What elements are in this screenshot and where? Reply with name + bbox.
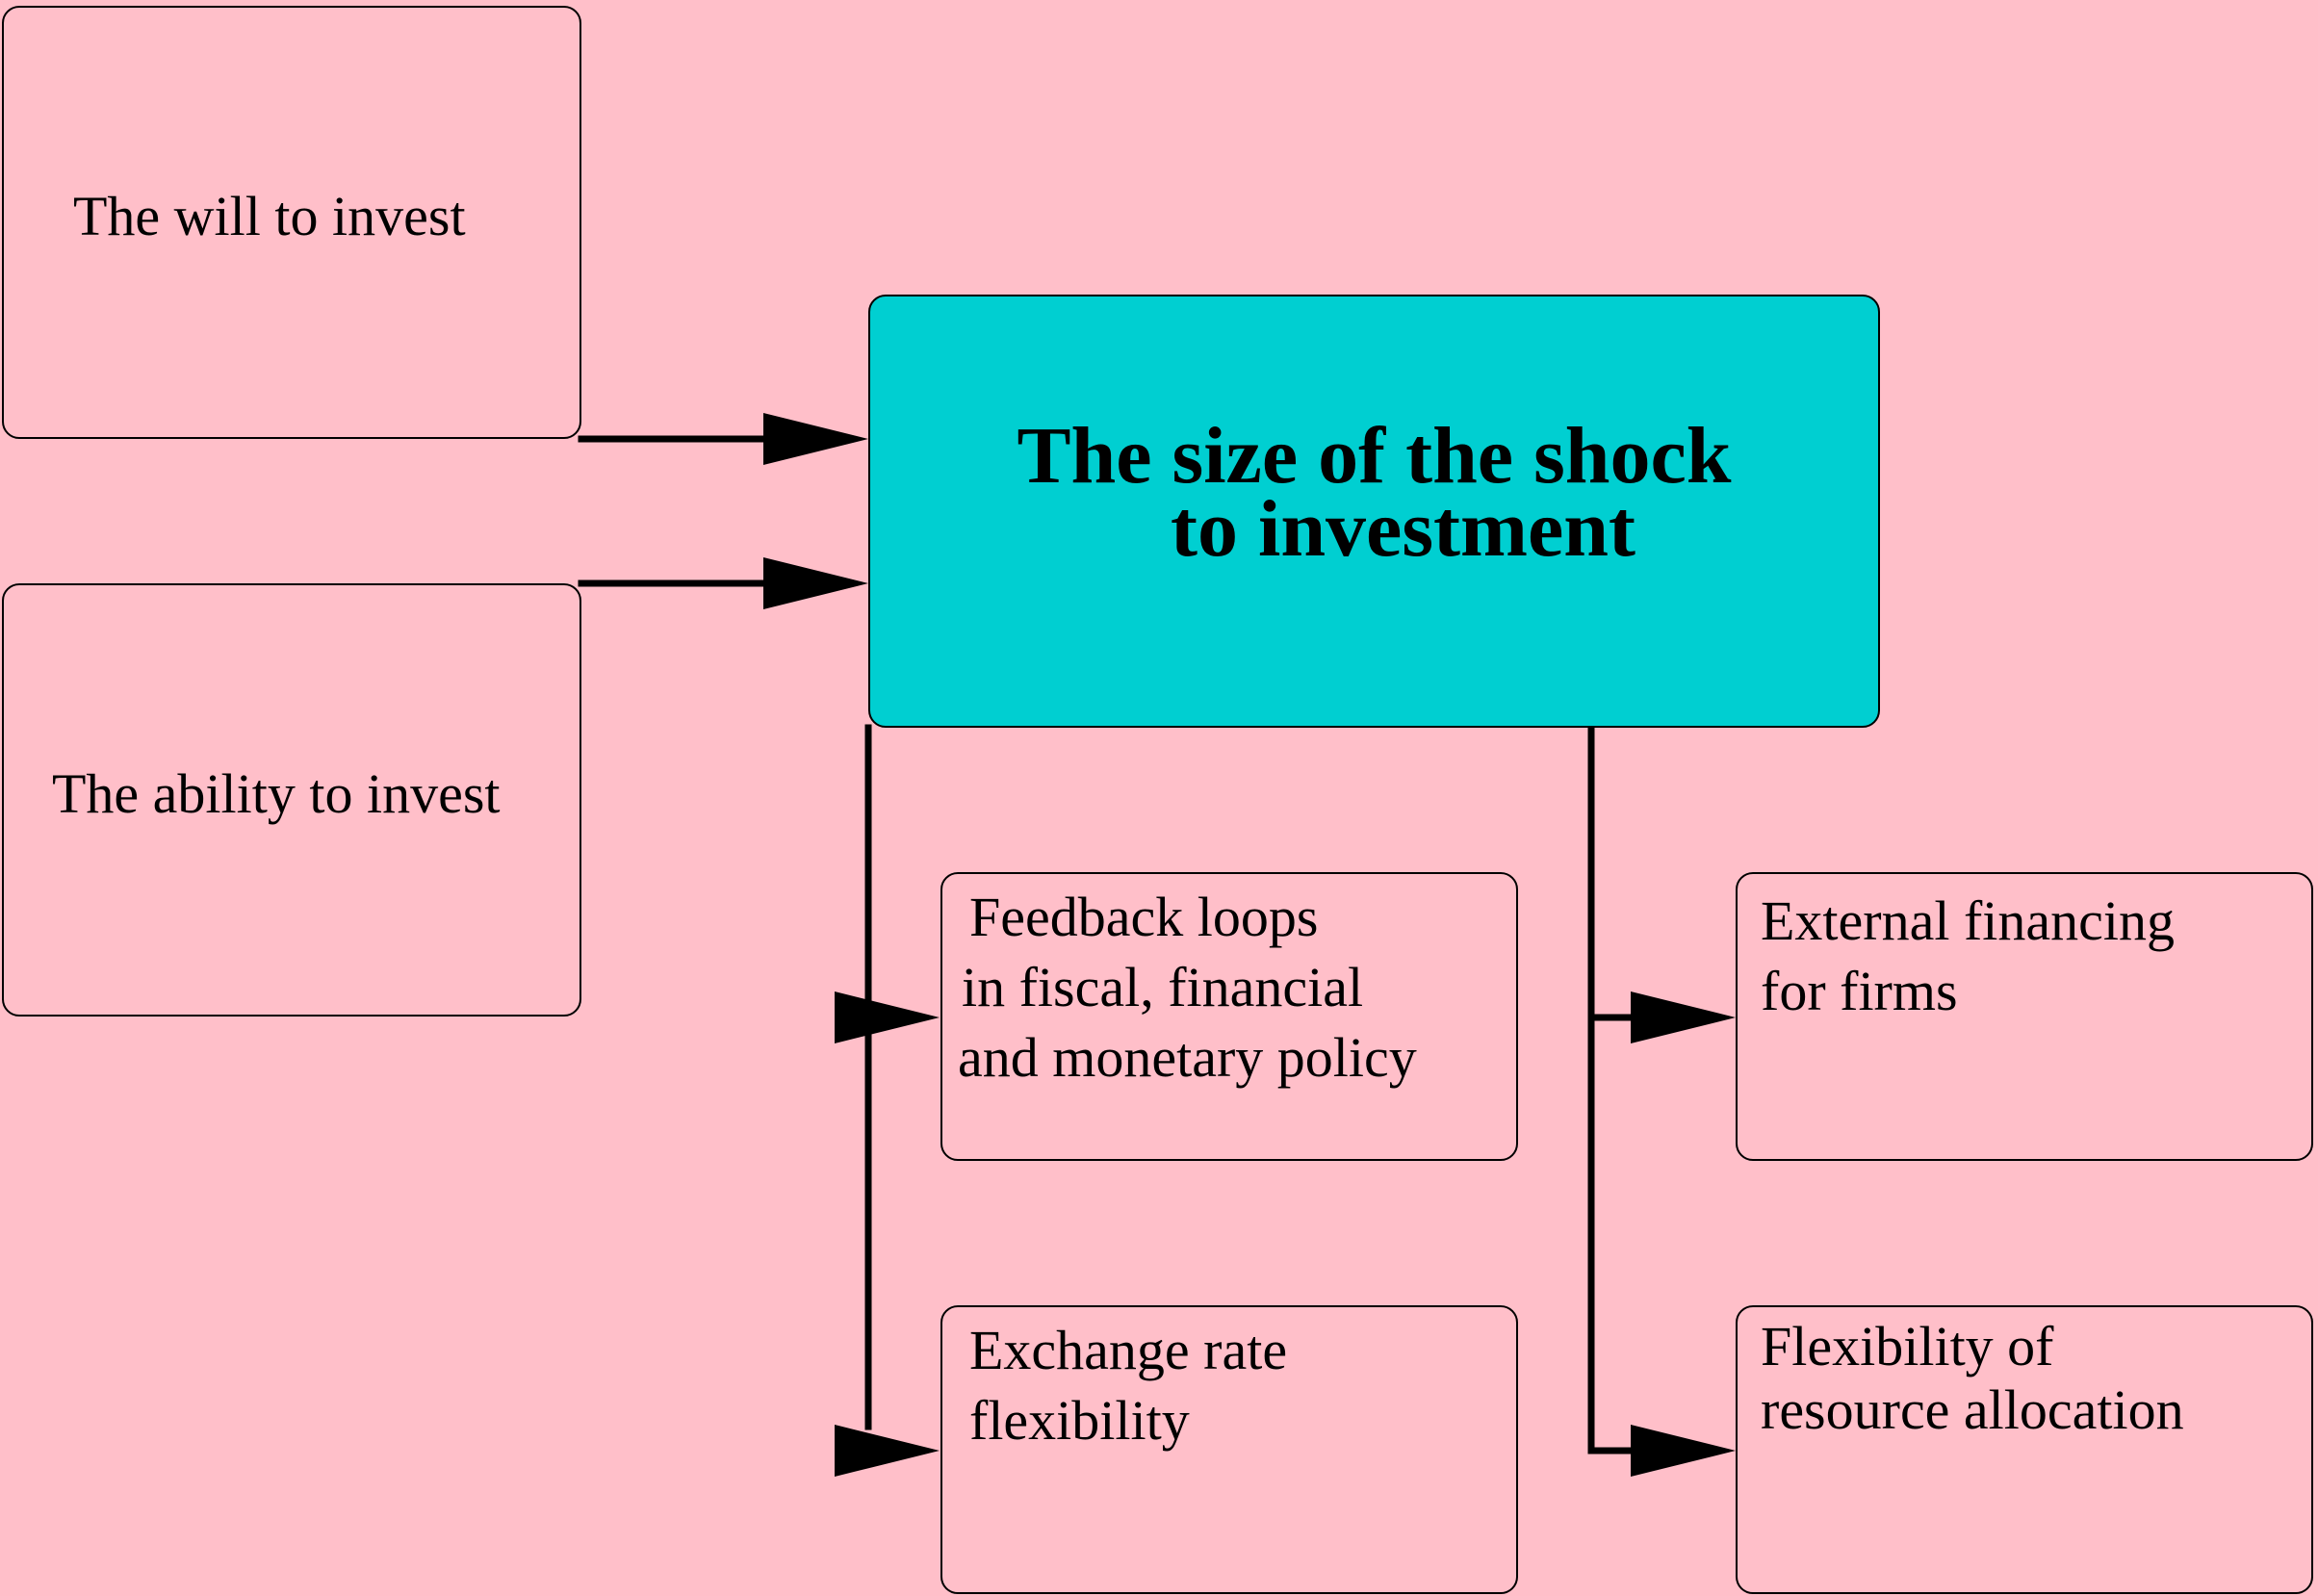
feedback-line-1: Feedback loops (969, 886, 1319, 948)
feedback-loops-box: Feedback loops in fiscal, financial and … (940, 872, 1518, 1161)
ability-to-invest-label: The ability to invest (52, 762, 501, 825)
exchange-line-1: Exchange rate (969, 1319, 1288, 1381)
exchange-line-2: flexibility (969, 1389, 1190, 1452)
arrowhead-ability (763, 557, 868, 609)
exchange-rate-box: Exchange rate flexibility (940, 1305, 1518, 1594)
arrowhead-external (1631, 991, 1736, 1043)
shock-to-investment-box: The size of the shock to investment (868, 295, 1880, 728)
shock-title-line-2: to investment (1171, 484, 1635, 574)
external-line-1: External financing (1761, 889, 2175, 952)
flexibility-line-2: resource allocation (1761, 1378, 2184, 1441)
feedback-line-2: in fiscal, financial (962, 956, 1364, 1018)
will-to-invest-box: The will to invest (2, 6, 581, 439)
external-financing-box: External financing for firms (1736, 872, 2313, 1161)
ability-to-invest-box: The ability to invest (2, 583, 581, 1017)
shock-title-line-1: The size of the shock (1017, 411, 1732, 501)
feedback-loops-label: Feedback loops in fiscal, financial and … (958, 882, 1417, 1093)
arrowhead-will (763, 413, 868, 465)
feedback-line-3: and monetary policy (958, 1026, 1417, 1089)
arrowhead-exchange (835, 1425, 940, 1477)
shock-to-investment-label: The size of the shock to investment (870, 411, 1878, 574)
resource-allocation-label: Flexibility of resource allocation (1761, 1315, 2184, 1442)
will-to-invest-label: The will to invest (73, 185, 466, 247)
resource-allocation-box: Flexibility of resource allocation (1736, 1305, 2313, 1594)
flexibility-line-1: Flexibility of (1761, 1315, 2054, 1377)
external-line-2: for firms (1761, 960, 1958, 1022)
exchange-rate-label: Exchange rate flexibility (969, 1315, 1287, 1455)
arrowhead-flexibility (1631, 1425, 1736, 1477)
arrowhead-feedback (835, 991, 940, 1043)
external-financing-label: External financing for firms (1761, 886, 2175, 1026)
